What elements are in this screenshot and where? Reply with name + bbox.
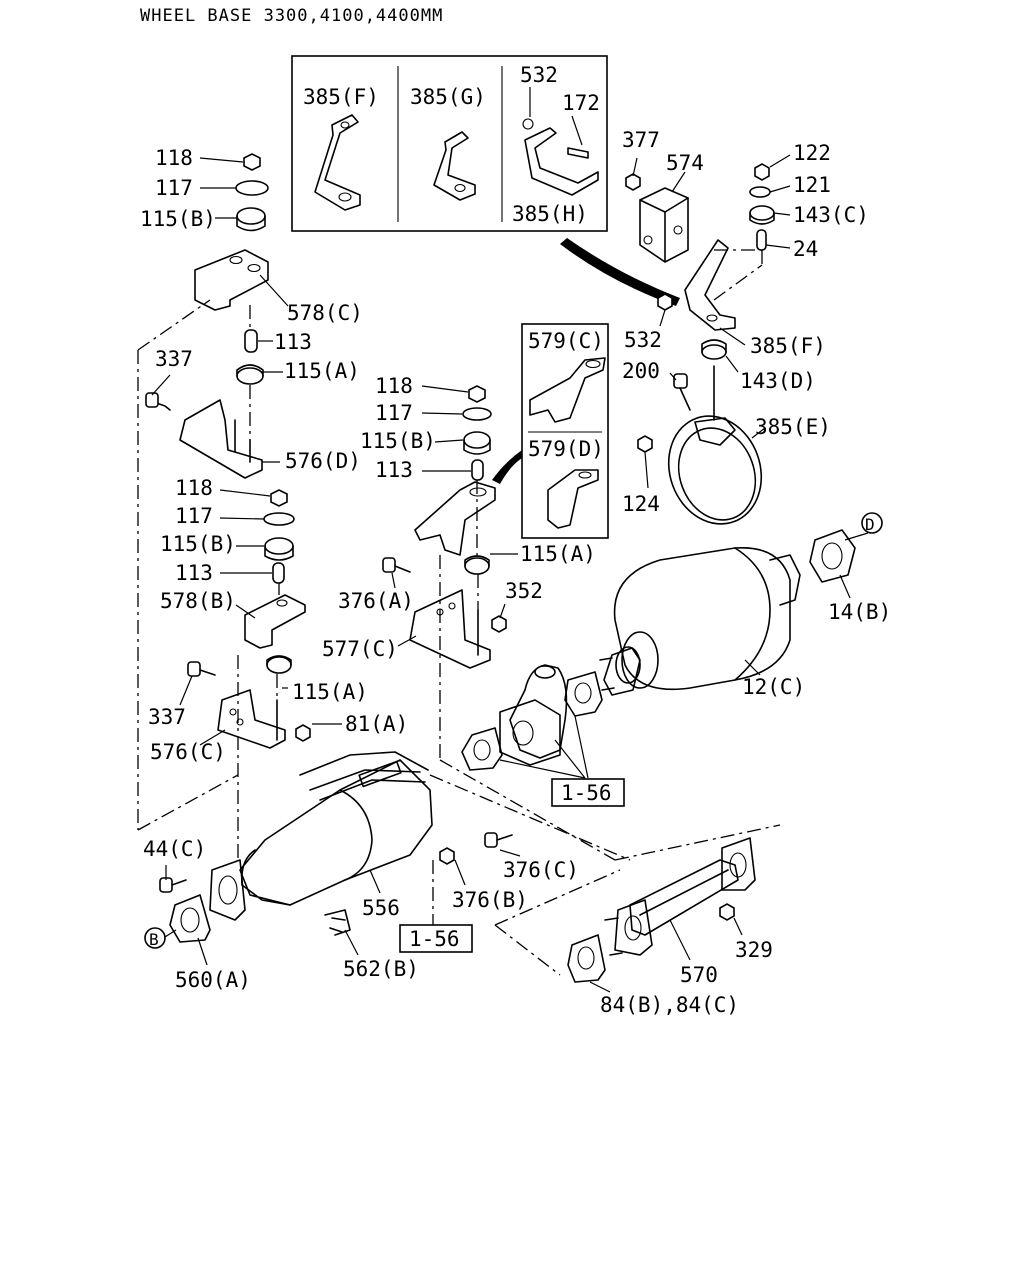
ref-box-1-56-upper xyxy=(551,778,625,807)
label-385E: 385(E) xyxy=(755,415,831,439)
bracket-385F-drawing xyxy=(314,114,361,211)
label-200: 200 xyxy=(622,359,660,383)
label-117-c: 117 xyxy=(175,504,213,528)
ref-label-1-56-upper: 1-56 xyxy=(561,781,612,805)
label-113-a: 113 xyxy=(274,330,312,354)
label-115B-a: 115(B) xyxy=(140,207,216,231)
bracket-385G-drawing xyxy=(433,131,476,201)
ref-letter-B: B xyxy=(149,930,159,949)
label-113-c: 113 xyxy=(175,561,213,585)
label-12C: 12(C) xyxy=(742,675,805,699)
label-117-a: 117 xyxy=(155,176,193,200)
label-385F: 385(F) xyxy=(750,334,826,358)
label-124: 124 xyxy=(622,492,660,516)
ref-circle-B xyxy=(144,927,166,949)
label-578B: 578(B) xyxy=(160,589,236,613)
ref-circle-D xyxy=(861,512,883,534)
label-376C: 376(C) xyxy=(503,858,579,882)
diagram-title: WHEEL BASE 3300,4100,4400MM xyxy=(140,6,443,26)
label-329: 329 xyxy=(735,938,773,962)
label-560A: 560(A) xyxy=(175,968,251,992)
label-84B-84C: 84(B),84(C) xyxy=(600,993,739,1017)
label-115B-b: 115(B) xyxy=(360,429,436,453)
label-143D: 143(D) xyxy=(740,369,816,393)
label-118-a: 118 xyxy=(155,146,193,170)
muffler-drawing xyxy=(599,529,856,696)
label-143C: 143(C) xyxy=(793,203,869,227)
label-115A-b: 115(A) xyxy=(520,542,596,566)
label-117-b: 117 xyxy=(375,401,413,425)
label-122: 122 xyxy=(793,141,831,165)
ref-letter-D: D xyxy=(865,515,875,534)
label-570: 570 xyxy=(680,963,718,987)
exhaust-brake-valve xyxy=(461,664,603,779)
label-115A-a: 115(A) xyxy=(284,359,360,383)
ref-box-1-56-lower xyxy=(399,924,473,953)
label-385G-box: 385(G) xyxy=(410,85,486,109)
label-44C: 44(C) xyxy=(143,837,206,861)
label-579D-box: 579(D) xyxy=(528,437,604,461)
label-574: 574 xyxy=(666,151,704,175)
label-576D: 576(D) xyxy=(285,449,361,473)
muffler-clamp-drawing xyxy=(667,415,763,525)
label-579C-box: 579(C) xyxy=(528,329,604,353)
bracket-variants-box: 385(F) 385(G) 532 172 385(H) xyxy=(291,55,608,232)
assembly-lines xyxy=(137,249,781,976)
label-577C: 577(C) xyxy=(322,637,398,661)
label-113-b: 113 xyxy=(375,458,413,482)
right-hanger-group xyxy=(625,163,775,525)
label-556: 556 xyxy=(362,896,400,920)
label-532: 532 xyxy=(624,328,662,352)
middle-left-mount xyxy=(187,489,311,749)
ref-label-1-56-lower: 1-56 xyxy=(409,927,460,951)
label-121: 121 xyxy=(793,173,831,197)
label-562B: 562(B) xyxy=(343,957,419,981)
reference-arrow-2 xyxy=(492,450,522,484)
label-81A: 81(A) xyxy=(345,712,408,736)
label-115A-c: 115(A) xyxy=(292,680,368,704)
label-578C: 578(C) xyxy=(287,301,363,325)
reference-arrow xyxy=(560,238,680,306)
front-pipe xyxy=(567,837,756,983)
label-115B-c: 115(B) xyxy=(160,532,236,556)
label-385F-box: 385(F) xyxy=(303,85,379,109)
label-24: 24 xyxy=(793,237,818,261)
label-337-a: 337 xyxy=(155,347,193,371)
label-376B: 376(B) xyxy=(452,888,528,912)
label-118-b: 118 xyxy=(375,374,413,398)
label-385H-box: 385(H) xyxy=(512,202,588,226)
label-376A: 376(A) xyxy=(338,589,414,613)
center-mount xyxy=(382,385,507,669)
label-172-box: 172 xyxy=(562,91,600,115)
catalytic-converter xyxy=(159,751,513,943)
bracket-579-box: 579(C) 579(D) xyxy=(521,323,609,539)
label-352: 352 xyxy=(505,579,543,603)
label-118-c: 118 xyxy=(175,476,213,500)
label-576C: 576(C) xyxy=(150,740,226,764)
label-337-b: 337 xyxy=(148,705,186,729)
label-377: 377 xyxy=(622,128,660,152)
label-14B: 14(B) xyxy=(828,600,891,624)
leader-lines xyxy=(151,154,869,993)
bracket-385H-drawing xyxy=(524,127,599,196)
label-532-box: 532 xyxy=(520,63,558,87)
upper-left-mount xyxy=(145,153,269,479)
